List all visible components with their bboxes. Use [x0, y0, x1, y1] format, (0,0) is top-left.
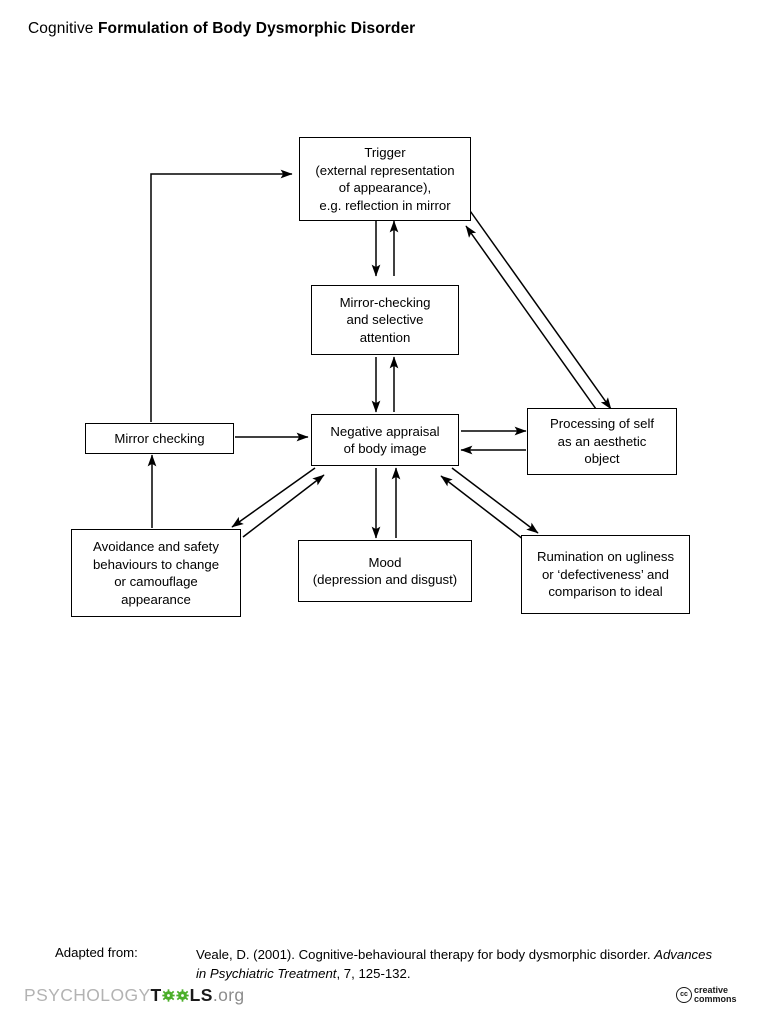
citation-line-2-rest: , 7, 125-132.: [336, 966, 411, 981]
node-avoidance-safety-behaviours-label: Avoidance and safety behaviours to chang…: [92, 539, 220, 607]
edge-trigger-to-processing: [467, 207, 612, 410]
edge-rumination-to-appraisal: [440, 475, 529, 544]
node-mood[interactable]: Mood (depression and disgust): [298, 540, 472, 602]
node-mirror-checking-label: Mirror checking: [114, 430, 205, 446]
edge-appraisal-to-rumination: [451, 467, 539, 534]
node-processing-of-self-label: Processing of self as an aesthetic objec…: [549, 416, 655, 467]
node-mirror-checking-selective-attention-label: Mirror-checking and selective attention: [339, 294, 431, 345]
creative-commons-icon: cc: [676, 986, 692, 1003]
citation-line-1: Veale, D. (2001). Cognitive-behavioural …: [196, 947, 651, 962]
gear-icon-2: [176, 986, 189, 1002]
node-processing-of-self[interactable]: Processing of self as an aesthetic objec…: [527, 408, 677, 475]
citation-journal: Advances in Psychiatric Treatment: [196, 947, 713, 981]
gear-icon: [162, 986, 175, 1002]
creative-commons-text: creative commons: [694, 986, 737, 1003]
edge-processing-to-trigger: [465, 225, 597, 410]
edge-appraisal-to-avoidance: [231, 467, 316, 528]
node-rumination-label: Rumination on ugliness or ‘defectiveness…: [536, 549, 675, 600]
cc-line-1: creative: [694, 985, 729, 995]
logo-text-org: .org: [212, 985, 245, 1005]
creative-commons-logo[interactable]: cc creative commons: [676, 986, 737, 1003]
node-negative-appraisal[interactable]: Negative appraisal of body image: [311, 414, 459, 466]
node-mood-label: Mood (depression and disgust): [312, 554, 458, 588]
node-mirror-checking[interactable]: Mirror checking: [85, 423, 234, 454]
node-avoidance-safety-behaviours[interactable]: Avoidance and safety behaviours to chang…: [71, 529, 241, 617]
logo-text-psychology: PSYCHOLOGY: [24, 985, 151, 1005]
citation: Veale, D. (2001). Cognitive-behavioural …: [196, 945, 716, 983]
cc-line-2: commons: [694, 993, 737, 1004]
page-title: Cognitive Formulation of Body Dysmorphic…: [28, 20, 415, 38]
node-trigger[interactable]: Trigger (external representation of appe…: [299, 137, 471, 221]
node-rumination[interactable]: Rumination on ugliness or ‘defectiveness…: [521, 535, 690, 614]
node-trigger-label: Trigger (external representation of appe…: [315, 145, 455, 213]
edge-mirrorcheck-to-trigger-elbow: [150, 169, 293, 422]
page-title-light: Cognitive: [28, 20, 98, 37]
node-mirror-checking-selective-attention[interactable]: Mirror-checking and selective attention: [311, 285, 459, 355]
logo-text-ls: LS: [189, 985, 213, 1005]
edge-avoidance-to-appraisal: [242, 474, 325, 538]
adapted-from-label: Adapted from:: [55, 945, 138, 960]
node-negative-appraisal-label: Negative appraisal of body image: [330, 423, 440, 457]
page-title-bold: Formulation of Body Dysmorphic Disorder: [97, 20, 416, 37]
logo-text-t: T: [150, 985, 162, 1005]
